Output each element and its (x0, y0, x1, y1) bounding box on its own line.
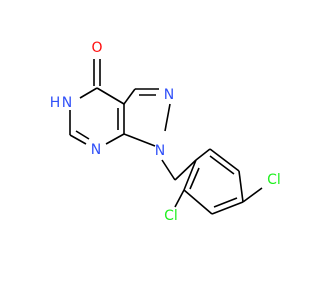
bond-c4p-cl (242, 187, 263, 203)
bond-benzene-inner-2 (213, 197, 238, 208)
bond-n2-n1 (164, 103, 171, 132)
bond-c6p-c1p (195, 148, 211, 161)
molecule-structure: O N H N N N Cl Cl (50, 40, 281, 224)
atom-oxygen: O (91, 40, 102, 56)
bonds (69, 59, 263, 215)
atom-labels: O N H N N N Cl Cl (50, 40, 281, 224)
bond-c1p-c2p (183, 159, 197, 191)
bond-c3p-c4p (211, 201, 244, 215)
bond-c4-n5 (79, 87, 98, 99)
bond-benzene-inner-1 (189, 167, 200, 190)
atom-nitrogen-2: N (164, 87, 174, 103)
bond-c4p-c5p (238, 170, 244, 203)
bond-c2p-c3p (183, 189, 213, 215)
bond-benzene-inner-3 (209, 155, 235, 175)
bond-n1-ch2 (161, 159, 176, 181)
bond-n1-c7a (123, 133, 156, 147)
atom-chlorine-4: Cl (267, 172, 281, 188)
atom-nitrogen-7: N (91, 142, 101, 158)
bond-c4-c3a (96, 87, 125, 105)
atom-nitrogen-1: N (155, 143, 165, 159)
bond-c2p-cl (174, 189, 185, 208)
atom-nitrogen-5: N (62, 95, 72, 111)
bond-c6-n7 (69, 134, 87, 145)
bond-c6-n7-double (75, 130, 90, 140)
bond-c3a-c3 (123, 88, 136, 105)
bond-ch2-c1p (174, 159, 197, 181)
bond-n7-c7a (105, 133, 125, 145)
bond-c5p-c6p (209, 148, 240, 172)
atom-hydrogen-5: H (50, 95, 61, 111)
atom-chlorine-2: Cl (164, 208, 178, 224)
